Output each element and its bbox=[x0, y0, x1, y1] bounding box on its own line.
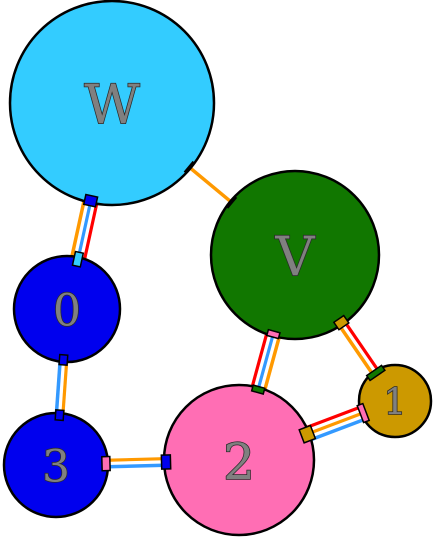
edge-2-1 bbox=[306, 406, 365, 442]
port-2-V bbox=[250, 384, 266, 395]
edge-strand bbox=[250, 333, 269, 387]
edge-strand bbox=[61, 361, 69, 414]
edge-strand bbox=[253, 334, 272, 388]
edge-strand bbox=[79, 202, 96, 259]
edge-strand bbox=[70, 200, 86, 257]
edge-strand bbox=[107, 457, 164, 463]
edge-strand bbox=[76, 202, 92, 258]
edge-strand bbox=[338, 325, 374, 375]
node-label-3: 3 bbox=[42, 442, 70, 493]
node-W[interactable] bbox=[8, 0, 216, 207]
edge-strand bbox=[57, 361, 66, 414]
port-2-3 bbox=[160, 454, 172, 470]
edge-W-V bbox=[189, 166, 232, 203]
edge-strand bbox=[343, 321, 379, 371]
node-label-1: 1 bbox=[384, 383, 407, 424]
port-2-1 bbox=[298, 424, 317, 444]
port-0-3 bbox=[58, 353, 69, 366]
node-V[interactable] bbox=[209, 169, 381, 341]
edge-3-2 bbox=[107, 457, 165, 469]
node-label-0: 0 bbox=[53, 286, 81, 337]
edge-strand bbox=[54, 361, 62, 414]
edge-strand bbox=[260, 336, 278, 389]
edge-strand bbox=[257, 335, 275, 389]
edge-V-1 bbox=[338, 321, 379, 375]
port-W-0 bbox=[82, 193, 99, 208]
labels-layer: W V 0 1 2 3 bbox=[41, 73, 407, 494]
edges-layer bbox=[54, 166, 379, 469]
edge-strand bbox=[306, 406, 360, 430]
ports-layer bbox=[54, 160, 386, 472]
edge-strand bbox=[189, 166, 232, 203]
edge-strand bbox=[307, 409, 361, 433]
node-label-2: 2 bbox=[223, 433, 255, 491]
edge-strand bbox=[82, 203, 99, 259]
edge-W-0 bbox=[70, 200, 99, 259]
node-1[interactable] bbox=[357, 363, 433, 439]
edge-strand bbox=[73, 201, 89, 257]
edge-strand bbox=[309, 415, 364, 439]
port-V-1 bbox=[332, 314, 350, 331]
port-1-2 bbox=[356, 402, 371, 424]
edge-strand bbox=[107, 460, 165, 466]
edge-strand bbox=[263, 337, 281, 390]
node-label-W: W bbox=[84, 74, 140, 137]
edge-strand bbox=[341, 323, 377, 373]
port-3-0 bbox=[54, 409, 65, 422]
port-V-W bbox=[226, 196, 238, 209]
port-3-2 bbox=[101, 455, 111, 472]
port-W-V bbox=[183, 160, 195, 173]
port-1-V bbox=[365, 364, 386, 382]
edge-strand bbox=[108, 463, 165, 469]
edge-strand bbox=[308, 412, 362, 436]
edge-2-V bbox=[250, 333, 281, 390]
edge-0-3 bbox=[54, 361, 69, 414]
port-0-W bbox=[71, 250, 85, 268]
port-V-2 bbox=[265, 328, 281, 340]
node-label-V: V bbox=[275, 226, 316, 289]
edge-strand bbox=[310, 418, 365, 442]
